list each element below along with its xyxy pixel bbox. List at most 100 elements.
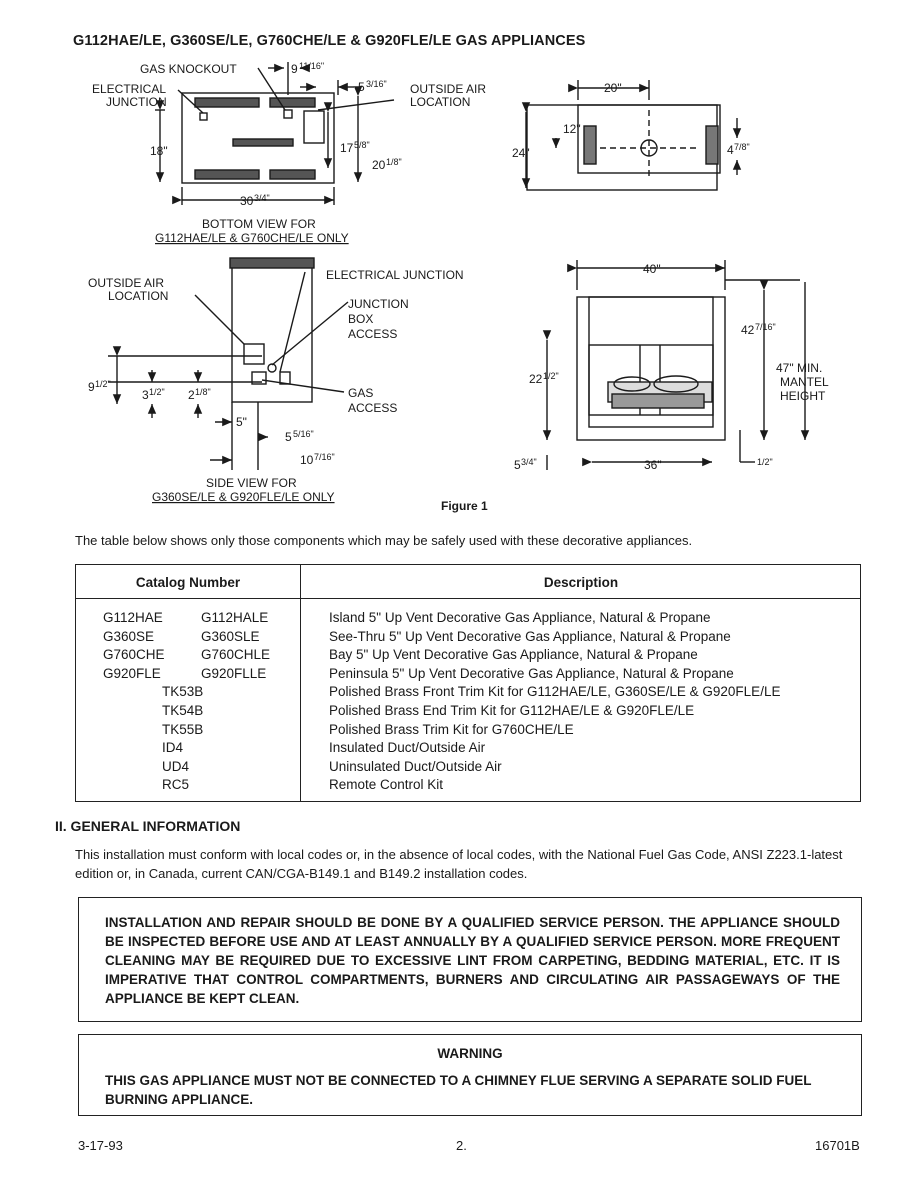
table-row: TK55B Polished Brass Trim Kit for G760CH… [76, 722, 860, 741]
dim-17-5-8: 17 [340, 141, 354, 155]
table-row: RC5 Remote Control Kit [76, 777, 860, 796]
table-row: G760CHE G760CHLE Bay 5" Up Vent Decorati… [76, 647, 860, 666]
description: Polished Brass Front Trim Kit for G112HA… [329, 684, 781, 700]
figure-caption: Figure 1 [441, 499, 488, 513]
catalog-number: TK54B [162, 703, 204, 718]
table-row: G112HAE G112HALE Island 5" Up Vent Decor… [76, 610, 860, 629]
dim-12: 12" [563, 122, 581, 136]
dim-36: 36" [644, 458, 662, 472]
description: Remote Control Kit [329, 777, 444, 793]
catalog-number: ID4 [162, 740, 184, 756]
figure-1-drawings: GAS KNOCKOUT ELECTRICAL JUNCTION OUTSIDE… [88, 61, 829, 504]
dim-9-11-16-frac: 11/16" [299, 61, 324, 71]
dim-20-1-8-frac: 1/8" [386, 157, 402, 167]
dim-9-1-2: 9 [88, 380, 95, 394]
dim-18: 18" [150, 144, 168, 158]
catalog-number: G360SE [103, 628, 155, 644]
catalog-number-alt: G360SLE [201, 628, 260, 644]
dim-10-7-16-frac: 7/16" [314, 452, 335, 462]
dim-42-7-16-frac: 7/16" [755, 322, 776, 332]
side-label-junction: JUNCTION [348, 297, 409, 311]
dim-10-7-16: 10 [300, 453, 314, 467]
catalog-number: G112HAE [103, 610, 163, 625]
dim-30-3-4: 30 [240, 194, 254, 208]
page-title: G112HAE/LE, G360SE/LE, G760CHE/LE & G920… [73, 33, 586, 49]
dim-22-1-2: 22 [529, 372, 543, 386]
dim-half-inch: 1/2" [757, 457, 773, 467]
dim-5: 5" [236, 415, 247, 429]
label-location: LOCATION [410, 95, 470, 109]
footer-date: 3-17-93 [78, 1138, 123, 1153]
top-view-diagram [521, 80, 742, 191]
dim-4-7-8: 4 [727, 143, 734, 157]
side-label-box: BOX [348, 312, 373, 326]
dim-3-1-2-frac: 1/2" [149, 387, 165, 397]
side-label-outside-air: OUTSIDE AIR [88, 276, 164, 290]
dim-5-5-16: 5 [285, 430, 292, 444]
catalog-number-alt: G920FLLE [201, 665, 267, 681]
table-row: G360SE G360SLE See-Thru 5" Up Vent Decor… [76, 629, 860, 648]
warning-text: THIS GAS APPLIANCE MUST NOT BE CONNECTED… [105, 1073, 812, 1107]
side-label-gas: GAS [348, 386, 373, 400]
description: See-Thru 5" Up Vent Decorative Gas Appli… [329, 628, 731, 644]
catalog-number: TK55B [162, 721, 204, 737]
dim-20: 20" [604, 81, 622, 95]
dim-5-3-4: 5 [514, 458, 521, 472]
side-label-electrical-junction: ELECTRICAL JUNCTION [326, 268, 464, 282]
dim-2-1-8-frac: 1/8" [195, 387, 211, 397]
warning-box: WARNING THIS GAS APPLIANCE MUST NOT BE C… [78, 1034, 862, 1116]
dim-20-1-8: 20 [372, 158, 386, 172]
mantel-height-2: MANTEL [780, 375, 829, 389]
dim-9-1-2-frac: 1/2" [95, 379, 111, 389]
dim-24: 24" [512, 146, 530, 160]
description: Polished Brass End Trim Kit for G112HAE/… [329, 703, 695, 718]
catalog-number: RC5 [162, 777, 190, 793]
dim-9-11-16: 9 [291, 62, 298, 76]
table-row: G920FLE G920FLLE Peninsula 5" Up Vent De… [76, 666, 860, 685]
footer-page-number: 2. [456, 1138, 467, 1153]
label-gas-knockout: GAS KNOCKOUT [140, 62, 237, 76]
table-row: TK53B Polished Brass Front Trim Kit for … [76, 684, 860, 703]
footer-doc-number: 16701B [815, 1138, 860, 1153]
mantel-height-1: 47" MIN. [776, 361, 822, 375]
catalog-number: G760CHE [103, 647, 165, 663]
catalog-number-alt: G112HALE [201, 610, 269, 625]
dim-40: 40" [643, 262, 661, 276]
side-label-gas-access: ACCESS [348, 401, 397, 415]
table-row: UD4 Uninsulated Duct/Outside Air [76, 759, 860, 778]
dim-22-1-2-frac: 1/2" [543, 371, 559, 381]
dim-3-1-2: 3 [142, 388, 149, 402]
mantel-height-3: HEIGHT [780, 389, 826, 403]
header-description: Description [543, 575, 619, 590]
description: Insulated Duct/Outside Air [329, 740, 486, 756]
table-row: TK54B Polished Brass End Trim Kit for G1… [76, 703, 860, 722]
dim-2-1-8: 2 [188, 388, 195, 402]
dim-17-5-8-frac: 5/8" [354, 140, 370, 150]
warning-title: WARNING [437, 1046, 503, 1061]
dim-5-3-16: 5 [358, 80, 365, 94]
label-junction: JUNCTION [106, 95, 167, 109]
table-header [76, 565, 860, 599]
side-label-location: LOCATION [108, 289, 168, 303]
intro-text: The table below shows only those compone… [75, 533, 693, 548]
side-view-diagram [108, 257, 349, 470]
front-view-diagram [542, 260, 810, 470]
label-electrical: ELECTRICAL [92, 82, 166, 96]
header-catalog-number: Catalog Number [135, 575, 241, 590]
dim-30-3-4-frac: 3/4" [254, 193, 270, 203]
section-heading: II. GENERAL INFORMATION [55, 818, 241, 834]
section-paragraph: This installation must conform with loca… [75, 847, 843, 881]
bottom-view-diagram [155, 62, 395, 205]
label-outside-air: OUTSIDE AIR [410, 82, 486, 96]
dim-42-7-16: 42 [741, 323, 755, 337]
components-table: Catalog Number Description G112HAE G112H… [75, 564, 861, 802]
description: Polished Brass Trim Kit for G760CHE/LE [329, 721, 574, 737]
dim-5-3-4-frac: 3/4" [521, 457, 537, 467]
catalog-number: UD4 [162, 758, 190, 774]
bottom-view-caption-2: G112HAE/LE & G760CHE/LE ONLY [155, 231, 349, 245]
side-view-caption-1: SIDE VIEW FOR [206, 476, 297, 490]
dim-4-7-8-frac: 7/8" [734, 142, 750, 152]
service-notice-box: INSTALLATION AND REPAIR SHOULD BE DONE B… [78, 897, 862, 1022]
dim-5-5-16-frac: 5/16" [293, 429, 314, 439]
table-row: ID4 Insulated Duct/Outside Air [76, 740, 860, 759]
